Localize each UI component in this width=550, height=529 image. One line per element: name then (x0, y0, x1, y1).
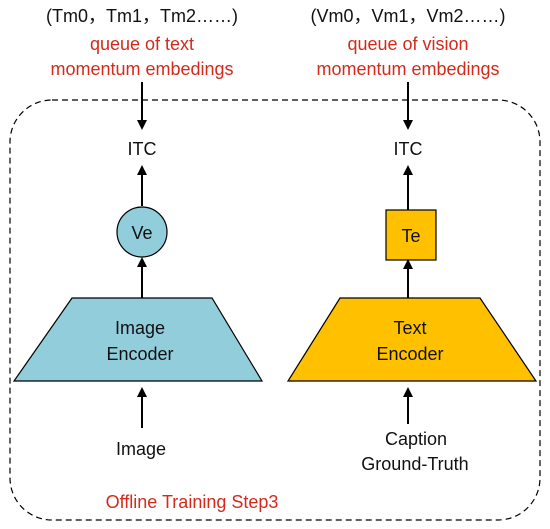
itc-label-left: ITC (128, 139, 157, 159)
text-queue-label-line2: momentum embedings (50, 59, 233, 79)
frame-label: Offline Training Step3 (106, 492, 279, 512)
image-input-label: Image (116, 439, 166, 459)
vision-queue-label-line1: queue of vision (347, 34, 468, 54)
image-encoder-label-line1: Image (115, 318, 165, 338)
itc-label-right: ITC (394, 139, 423, 159)
caption-input-label-line1: Caption (385, 429, 447, 449)
image-encoder-shape (12, 297, 264, 382)
text-encoder-shape (286, 297, 538, 382)
vision-queue-tuple: (Vm0，Vm1，Vm2……) (310, 6, 505, 26)
text-encoder-label-line2: Encoder (376, 344, 443, 364)
text-encoder-label-line1: Text (393, 318, 426, 338)
image-encoder-label-line2: Encoder (106, 344, 173, 364)
text-queue-tuple: (Tm0，Tm1，Tm2……) (46, 6, 238, 26)
ve-head-label: Ve (131, 223, 152, 243)
text-queue-label-line1: queue of text (90, 34, 194, 54)
caption-input-label-line2: Ground-Truth (361, 454, 468, 474)
vision-queue-label-line2: momentum embedings (316, 59, 499, 79)
te-head-label: Te (401, 226, 420, 246)
training-frame (9, 99, 541, 521)
